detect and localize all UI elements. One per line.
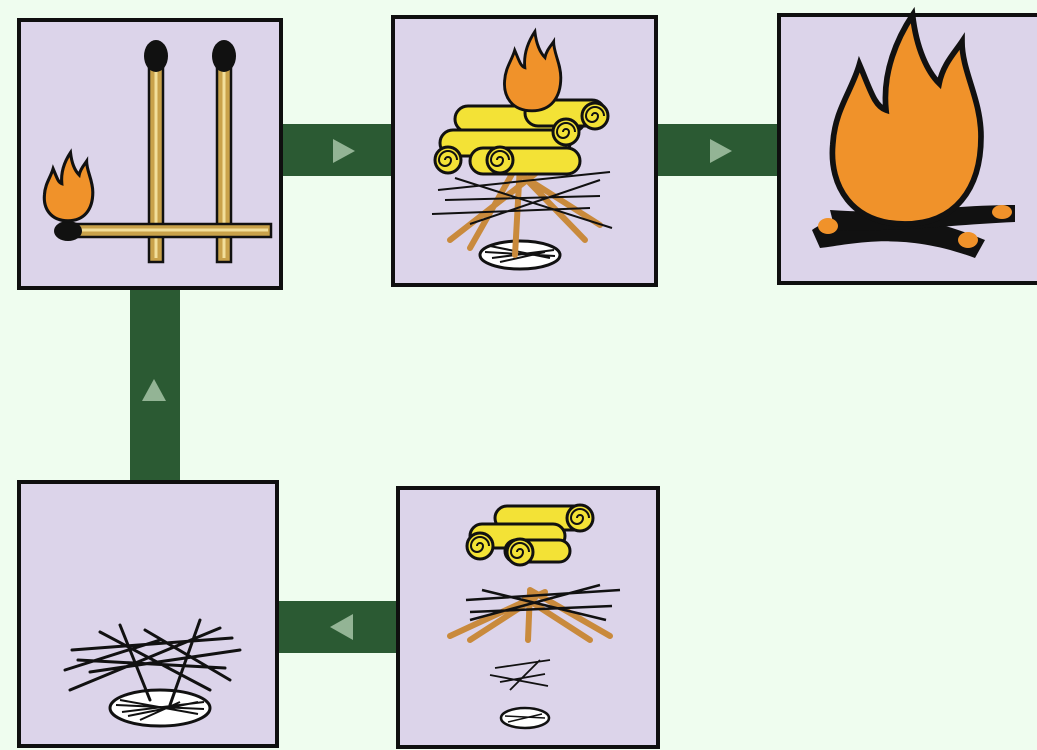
step-panel-tinder-nest: [17, 480, 279, 748]
flow-arrows: [142, 139, 732, 640]
tinder-nest-icon: [63, 618, 242, 728]
arrow-right-icon: [333, 139, 355, 163]
burning-log-stack-icon: [431, 30, 613, 271]
step-panel-kindling-fuel: [396, 486, 660, 749]
arrow-up-icon: [142, 379, 166, 401]
arrow-left-icon: [330, 614, 353, 640]
campfire-icon: [812, 15, 1015, 258]
step-panel-matches: [17, 18, 283, 290]
step-panel-campfire: [777, 15, 1037, 285]
arrow-right-icon: [710, 139, 732, 163]
lit-match-icon: [42, 40, 273, 264]
step-panel-log-stack: [391, 15, 658, 287]
tinder-kindling-fuel-icon: [447, 503, 621, 730]
